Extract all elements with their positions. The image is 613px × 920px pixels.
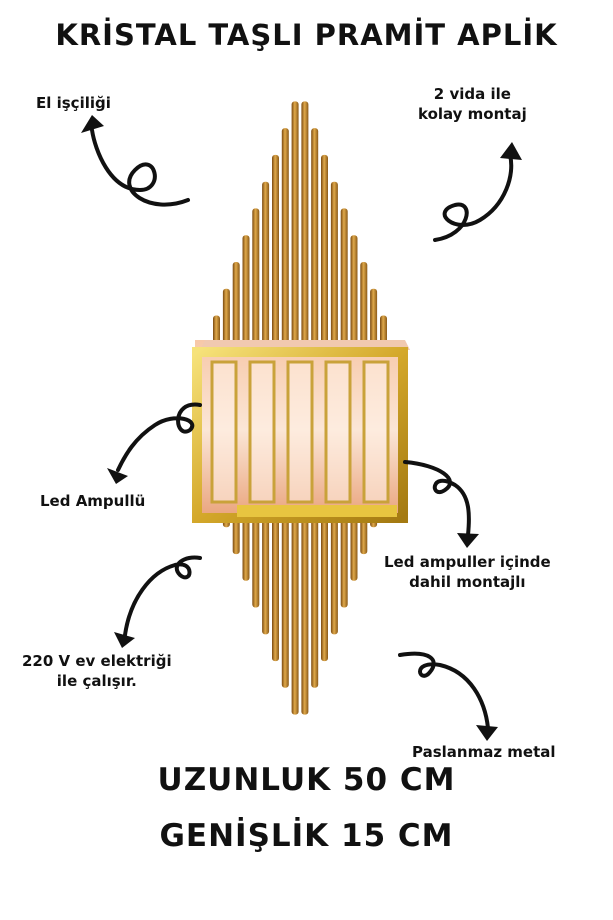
arrowhead-led: [107, 468, 128, 484]
feature-led-included-line2: dahil montajlı: [409, 573, 526, 591]
arrowhead-led-included: [457, 533, 479, 548]
crystal-bar: [362, 360, 390, 504]
feature-mount: 2 vida ile kolay montaj: [418, 84, 527, 124]
feature-handcraft: El işçiliği: [36, 93, 111, 113]
feature-led-included-line1: Led ampuller içinde: [384, 553, 551, 571]
arrow-led-included: [403, 460, 471, 537]
dimension-width: GENİŞLİK 15 CM: [159, 818, 454, 854]
feature-voltage: 220 V ev elektriği ile çalışır.: [22, 651, 172, 691]
crystal-bar: [324, 360, 352, 504]
crystal-bar: [286, 360, 314, 504]
arrowhead-voltage: [114, 632, 135, 648]
crystal-bars: [210, 360, 390, 504]
feature-voltage-line2: ile çalışır.: [56, 672, 137, 690]
arrow-led: [116, 402, 202, 472]
feature-handcraft-text: El işçiliği: [36, 94, 111, 112]
feature-voltage-line1: 220 V ev elektriği: [22, 652, 172, 670]
arrow-mount: [433, 153, 514, 242]
dimension-length: UZUNLUK 50 CM: [157, 762, 456, 798]
arrow-voltage: [123, 555, 202, 637]
arrowhead-handcraft: [81, 115, 104, 133]
feature-material-text: Paslanmaz metal: [412, 743, 556, 761]
arrow-material: [398, 651, 490, 730]
feature-led-included: Led ampuller içinde dahil montajlı: [384, 552, 551, 592]
arrowhead-material: [476, 725, 498, 741]
crystal-box: [192, 340, 410, 523]
arrowhead-mount: [500, 142, 522, 160]
feature-mount-line1: 2 vida ile: [433, 85, 511, 103]
crystal-bar: [210, 360, 238, 504]
feature-material: Paslanmaz metal: [412, 742, 556, 762]
product-title: KRİSTAL TAŞLI PRAMİT APLİK: [55, 18, 558, 52]
feature-mount-line2: kolay montaj: [418, 105, 527, 123]
feature-led: Led Ampullü: [40, 491, 145, 511]
arrow-handcraft: [90, 128, 190, 207]
crystal-bar: [248, 360, 276, 504]
feature-led-text: Led Ampullü: [40, 492, 146, 510]
